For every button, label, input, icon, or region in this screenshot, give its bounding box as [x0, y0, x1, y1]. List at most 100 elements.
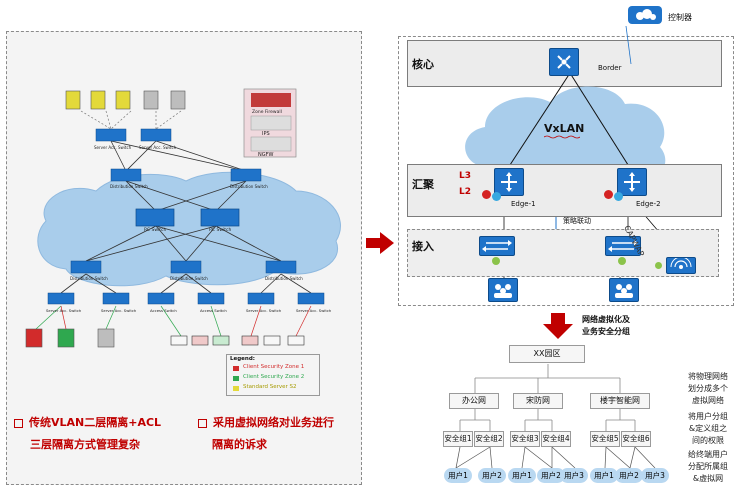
top-servers [65, 90, 186, 110]
edge-2-blue-dot [614, 192, 623, 201]
server-access-switch-2 [140, 128, 172, 142]
user-group-2-icon [609, 278, 639, 302]
access-1-green-dot [492, 257, 500, 265]
security-group-5: 安全组5 [590, 431, 620, 447]
network-node-1: 办公网 [449, 393, 499, 409]
svg-text:Distribution Switch: Distribution Switch [230, 184, 268, 189]
server-access-switch-3 [47, 292, 75, 305]
svg-text:Server Acc. Switch: Server Acc. Switch [246, 308, 282, 313]
security-group-2: 安全组2 [474, 431, 504, 447]
note-terminal-assign: 给终端用户 分配所属组 &虚拟网 [688, 450, 728, 483]
edge-1-red-dot [482, 190, 491, 199]
rc-switch-2 [200, 208, 240, 227]
user-node-8: 用户3 [641, 468, 669, 483]
server-access-switch-5 [247, 292, 275, 305]
svg-text:Distribution Switch: Distribution Switch [70, 276, 108, 281]
ngfw-label: NGFW [258, 152, 273, 158]
security-appliance-stack [243, 88, 297, 158]
distribution-switch-5 [265, 260, 297, 274]
svg-text:Server Acc. Switch: Server Acc. Switch [139, 145, 177, 150]
right-arrow-icon [366, 232, 394, 254]
access-2-green-dot [618, 257, 626, 265]
svg-text:Server Acc. Switch: Server Acc. Switch [94, 145, 132, 150]
vxlan-network-panel [398, 36, 734, 306]
vxlan-underline [544, 135, 580, 139]
legend-swatch-1 [233, 366, 239, 371]
wireless-ap-icon [666, 256, 696, 274]
rc-switch-1 [135, 208, 175, 227]
ap-green-dot [655, 262, 662, 269]
border-label: Border [598, 64, 622, 72]
edge-2-switch-icon [617, 168, 647, 196]
client-laptops [170, 335, 305, 346]
distribution-switch-3 [70, 260, 102, 274]
legend-swatch-2 [233, 376, 239, 381]
note-physical-virtual: 将物理网络 划分成多个 虚拟网络 [688, 372, 728, 405]
svg-text:Server Acc. Switch: Server Acc. Switch [296, 308, 332, 313]
edge-2-red-dot [604, 190, 613, 199]
l3-label: L3 [459, 171, 471, 181]
svg-text:Server Acc. Switch: Server Acc. Switch [101, 308, 137, 313]
server-standard [97, 328, 115, 348]
security-group-3: 安全组3 [510, 431, 540, 447]
access-switch-2 [197, 292, 225, 305]
security-group-1: 安全组1 [443, 431, 473, 447]
svg-text:Access Switch: Access Switch [150, 308, 177, 313]
vxlan-label: VxLAN [544, 122, 585, 135]
ips-label: IPS [262, 131, 270, 137]
campus-root-node: XX园区 [509, 345, 585, 363]
svg-text:RC Switch: RC Switch [144, 227, 167, 233]
border-switch-icon [549, 48, 579, 76]
core-label: 核心 [412, 58, 434, 71]
user-node-6: 用户1 [590, 468, 618, 483]
user-node-3: 用户1 [508, 468, 536, 483]
network-node-3: 楼宇智能网 [590, 393, 650, 409]
server-access-switch-6 [297, 292, 325, 305]
policy-linkage-label: 策略联动 [563, 217, 591, 225]
l2-label: L2 [459, 187, 471, 197]
zone-firewall-label: Zone Firewall [252, 109, 282, 115]
virtualization-caption-1: 网络虚拟化及 [582, 315, 630, 324]
server-access-switch-1 [95, 128, 127, 142]
controller-cloud-icon [628, 6, 662, 24]
edge-1-blue-dot [492, 192, 501, 201]
legend-item-3: Standard Server S2 [243, 384, 297, 390]
access-switch-1 [147, 292, 175, 305]
server-zone2 [57, 328, 75, 348]
legend-item-2: Client Security Zone 2 [243, 374, 305, 380]
edge-2-label: Edge-2 [636, 200, 661, 208]
core-layer [407, 40, 722, 87]
user-node-2: 用户2 [478, 468, 506, 483]
network-node-2: 宋防网 [513, 393, 563, 409]
svg-text:Access Switch: Access Switch [200, 308, 227, 313]
svg-text:Distribution Switch: Distribution Switch [265, 276, 303, 281]
server-access-switch-4 [102, 292, 130, 305]
security-group-6: 安全组6 [621, 431, 651, 447]
bullet-1-line2: 三层隔离方式管理复杂 [30, 438, 140, 451]
legend-title: Legend: [230, 356, 255, 362]
edge-1-switch-icon [494, 168, 524, 196]
bullet-2: 采用虚拟网络对业务进行 [198, 414, 334, 430]
user-group-1-icon [488, 278, 518, 302]
user-node-5: 用户3 [560, 468, 588, 483]
svg-text:Distribution Switch: Distribution Switch [110, 184, 148, 189]
access-label: 接入 [412, 240, 434, 253]
aggregation-label: 汇聚 [412, 178, 434, 191]
bullet-1: 传统VLAN二层隔离+ACL [14, 414, 161, 430]
note-user-groups: 将用户分组 &定义组之 间的权限 [688, 412, 728, 445]
distribution-switch-2 [230, 168, 262, 182]
legacy-topology-diagram: Zone Firewall IPS NGFW Server Acc. Switc… [25, 88, 341, 348]
legend-swatch-3 [233, 386, 239, 391]
user-node-1: 用户1 [444, 468, 472, 483]
security-group-4: 安全组4 [541, 431, 571, 447]
edge-1-label: Edge-1 [511, 200, 536, 208]
svg-text:Server Acc. Switch: Server Acc. Switch [46, 308, 82, 313]
server-zone1 [25, 328, 43, 348]
down-arrow-icon [543, 313, 573, 339]
controller-label: 控制器 [668, 13, 692, 22]
user-node-7: 用户2 [615, 468, 643, 483]
access-switch-1-icon [479, 236, 515, 256]
legend-item-1: Client Security Zone 1 [243, 364, 305, 370]
virtualization-caption-2: 业务安全分组 [582, 327, 630, 336]
aggregation-layer [407, 164, 722, 217]
